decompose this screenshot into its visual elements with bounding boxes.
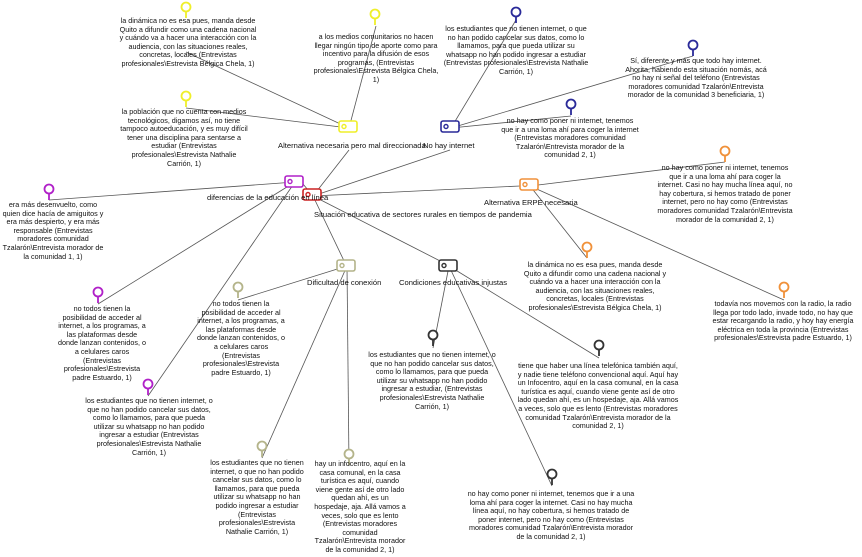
quote-pin-o3[interactable]	[778, 281, 790, 304]
quote-pin-g1[interactable]	[232, 281, 244, 304]
quote-pin-g3[interactable]	[343, 448, 355, 471]
pin-icon	[593, 339, 605, 356]
alt-mal-label: Alternativa necesaria pero mal direccion…	[278, 141, 426, 150]
edge-line	[346, 265, 350, 467]
quote-m1: era más desenvuelto, como quien dice hac…	[2, 200, 104, 261]
edge-line	[48, 181, 296, 201]
edge-line	[185, 51, 350, 129]
quote-m2: no todos tienen la posibilidad de accede…	[58, 304, 146, 382]
quote-pin-y3[interactable]	[180, 90, 192, 113]
quote-y2: a los medios comunitarios no hacen llega…	[313, 32, 439, 84]
quote-pin-m3[interactable]	[142, 378, 154, 401]
edge-line	[450, 115, 572, 129]
edge-line	[448, 265, 553, 487]
edge-line	[261, 265, 348, 459]
quote-y3: la población que no cuenta con medios te…	[120, 107, 248, 168]
quote-o1: no hay como poner ni internet, tenemos q…	[657, 163, 793, 224]
quote-pin-d1[interactable]	[427, 329, 439, 352]
quote-pin-y1[interactable]	[180, 1, 192, 24]
pin-icon	[43, 183, 55, 200]
edge-line	[529, 161, 726, 187]
edge-line	[147, 181, 296, 397]
edge-line	[448, 265, 600, 359]
edge-line	[348, 25, 377, 129]
no-internet-label: No hay internet	[423, 141, 475, 150]
quote-g1: no todos tienen la posibilidad de accede…	[197, 299, 285, 377]
pin-icon	[427, 329, 439, 346]
quote-pin-y2[interactable]	[369, 8, 381, 31]
tag-icon	[338, 120, 358, 133]
quote-n2: Sí, diferente y más que todo hay interne…	[625, 56, 767, 100]
diferencias-node[interactable]	[284, 175, 306, 194]
dificultad-node[interactable]	[336, 259, 358, 278]
condiciones-label: Condiciones educativas injustas	[399, 278, 508, 287]
quote-pin-o1[interactable]	[719, 145, 731, 168]
tag-icon	[336, 259, 356, 272]
alt-mal-node[interactable]	[338, 120, 360, 139]
edge-line	[312, 195, 347, 266]
edge-line	[312, 149, 451, 197]
quote-n1: los estudiantes que no tienen internet, …	[443, 24, 589, 76]
pin-icon	[719, 145, 731, 162]
quote-g3: hay un infocentro, aquí en la casa comun…	[314, 459, 406, 554]
quote-y1: la dinámica no es esa pues, manda desde …	[119, 16, 257, 68]
pin-icon	[778, 281, 790, 298]
pin-icon	[581, 241, 593, 258]
pin-icon	[343, 448, 355, 465]
pin-icon	[565, 98, 577, 115]
edge-line	[237, 265, 348, 301]
quote-pin-d3[interactable]	[546, 468, 558, 491]
edge-line	[529, 185, 588, 259]
pin-icon	[180, 1, 192, 18]
quote-n3: no hay como poner ni internet, tenemos q…	[501, 116, 639, 160]
quote-m3: los estudiantes que no tienen internet, …	[85, 396, 213, 457]
pin-icon	[232, 281, 244, 298]
condiciones-node[interactable]	[438, 259, 460, 278]
pin-icon	[687, 39, 699, 56]
root-label: Situación educativa de sectores rurales …	[314, 210, 532, 219]
dificultad-label: Dificultad de conexión	[307, 278, 382, 287]
alt-erpe-label: Alternativa ERPE necesaria	[484, 198, 578, 207]
quote-o2: la dinámica no es esa pues, manda desde …	[523, 260, 667, 312]
quote-pin-m1[interactable]	[43, 183, 55, 206]
edge-line	[312, 185, 521, 197]
root-node[interactable]	[302, 188, 324, 207]
tag-icon	[302, 188, 322, 201]
pin-icon	[510, 6, 522, 23]
pin-icon	[180, 90, 192, 107]
tag-icon	[438, 259, 458, 272]
pin-icon	[256, 440, 268, 457]
edge-line	[185, 107, 350, 129]
edge-line	[529, 185, 785, 301]
tag-icon	[284, 175, 304, 188]
pin-icon	[92, 286, 104, 303]
edge-line	[312, 195, 449, 266]
quote-pin-m2[interactable]	[92, 286, 104, 309]
quote-pin-d2[interactable]	[593, 339, 605, 362]
quote-pin-n2[interactable]	[687, 39, 699, 62]
quote-pin-g2[interactable]	[256, 440, 268, 463]
edge-line	[450, 55, 694, 129]
edge-line	[450, 19, 517, 129]
no-internet-node[interactable]	[440, 120, 462, 139]
tag-icon	[440, 120, 460, 133]
quote-d3: no hay como poner ni internet, tenemos q…	[467, 489, 635, 541]
tag-icon	[519, 178, 539, 191]
pin-icon	[369, 8, 381, 25]
quote-pin-o2[interactable]	[581, 241, 593, 264]
quote-d1: los estudiantes que no tienen internet, …	[368, 350, 496, 411]
quote-pin-n1[interactable]	[510, 6, 522, 29]
pin-icon	[142, 378, 154, 395]
pin-icon	[546, 468, 558, 485]
quote-g2: los estudiantes que no tienen internet, …	[210, 458, 304, 536]
quote-pin-n3[interactable]	[565, 98, 577, 121]
quote-d2: tiene que haber una línea telefónica tam…	[517, 361, 679, 431]
quote-o3: todavía nos movemos con la radio, la rad…	[712, 299, 854, 343]
diferencias-label: diferencias de la educación en línea	[207, 193, 329, 202]
edge-line	[97, 181, 296, 305]
alt-erpe-node[interactable]	[519, 178, 541, 197]
